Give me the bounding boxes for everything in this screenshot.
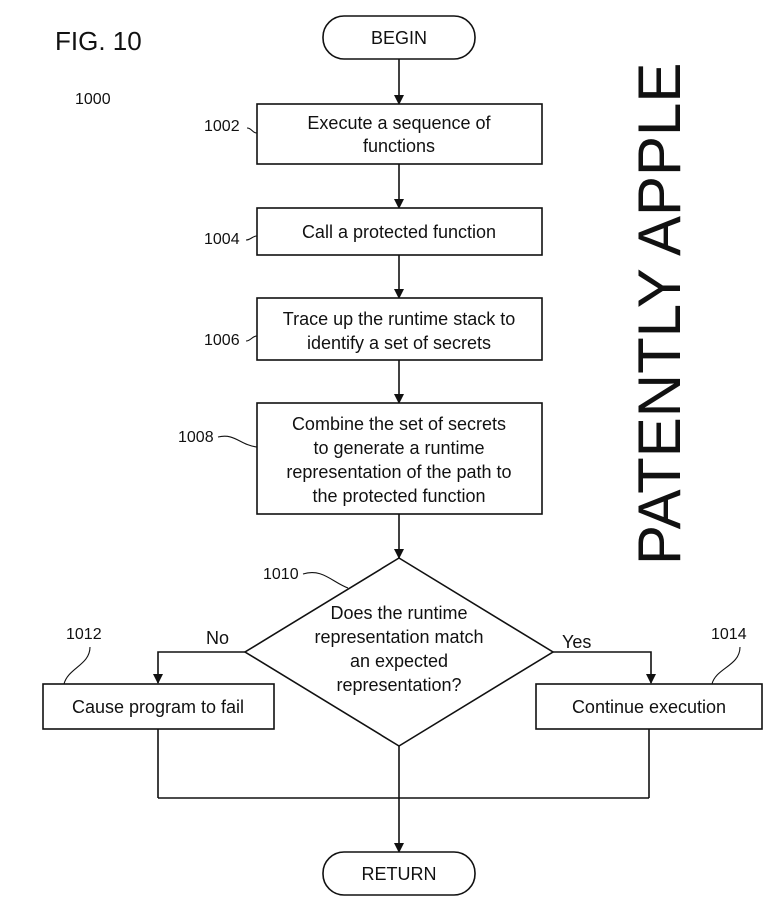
step-1014-box: Continue execution [535, 683, 763, 730]
edge-label-yes: Yes [562, 632, 591, 652]
begin-label: BEGIN [371, 28, 427, 48]
ref-1014: 1014 [711, 626, 747, 643]
begin-terminal: BEGIN [322, 15, 476, 60]
branch-no: No [153, 628, 245, 684]
merge-connectors [157, 729, 650, 853]
ref-1010: 1010 [263, 566, 299, 583]
step-1002-line-1: Execute a sequence of [307, 113, 491, 133]
step-1006-line-2: identify a set of secrets [307, 333, 491, 353]
decision-1010-line-1: Does the runtime [330, 603, 467, 623]
ref-1002: 1002 [204, 118, 240, 135]
step-1008-line-1: Combine the set of secrets [292, 414, 506, 434]
decision-1010-line-3: an expected [350, 651, 448, 671]
decision-1010-diamond: Does the runtime representation match an… [243, 557, 555, 747]
step-1008-box: Combine the set of secrets to generate a… [256, 402, 543, 515]
step-1008-line-4: the protected function [312, 486, 485, 506]
step-1002-line-2: functions [363, 136, 435, 156]
step-1006-box: Trace up the runtime stack to identify a… [256, 297, 543, 361]
step-1004-box: Call a protected function [256, 207, 543, 256]
ref-1006: 1006 [204, 332, 240, 349]
step-1012-box: Cause program to fail [42, 683, 275, 730]
step-1002-box: Execute a sequence of functions [256, 103, 543, 165]
step-1004-line-1: Call a protected function [302, 222, 496, 242]
step-1012-line-1: Cause program to fail [72, 697, 244, 717]
step-1008-line-3: representation of the path to [286, 462, 511, 482]
ref-1008: 1008 [178, 429, 214, 446]
edge-label-no: No [206, 628, 229, 648]
figure-title: FIG. 10 [55, 26, 142, 56]
step-1008-line-2: to generate a runtime [313, 438, 484, 458]
step-1014-line-1: Continue execution [572, 697, 726, 717]
return-terminal: RETURN [322, 851, 476, 896]
watermark-text: PATENTLY APPLE [626, 63, 693, 565]
ref-1012: 1012 [66, 626, 102, 643]
decision-1010-line-4: representation? [336, 675, 461, 695]
decision-1010-line-2: representation match [314, 627, 483, 647]
return-label: RETURN [362, 864, 437, 884]
ref-1004: 1004 [204, 231, 240, 248]
figure-number: 1000 [75, 91, 111, 108]
step-1006-line-1: Trace up the runtime stack to [283, 309, 515, 329]
branch-yes: Yes [553, 632, 656, 684]
